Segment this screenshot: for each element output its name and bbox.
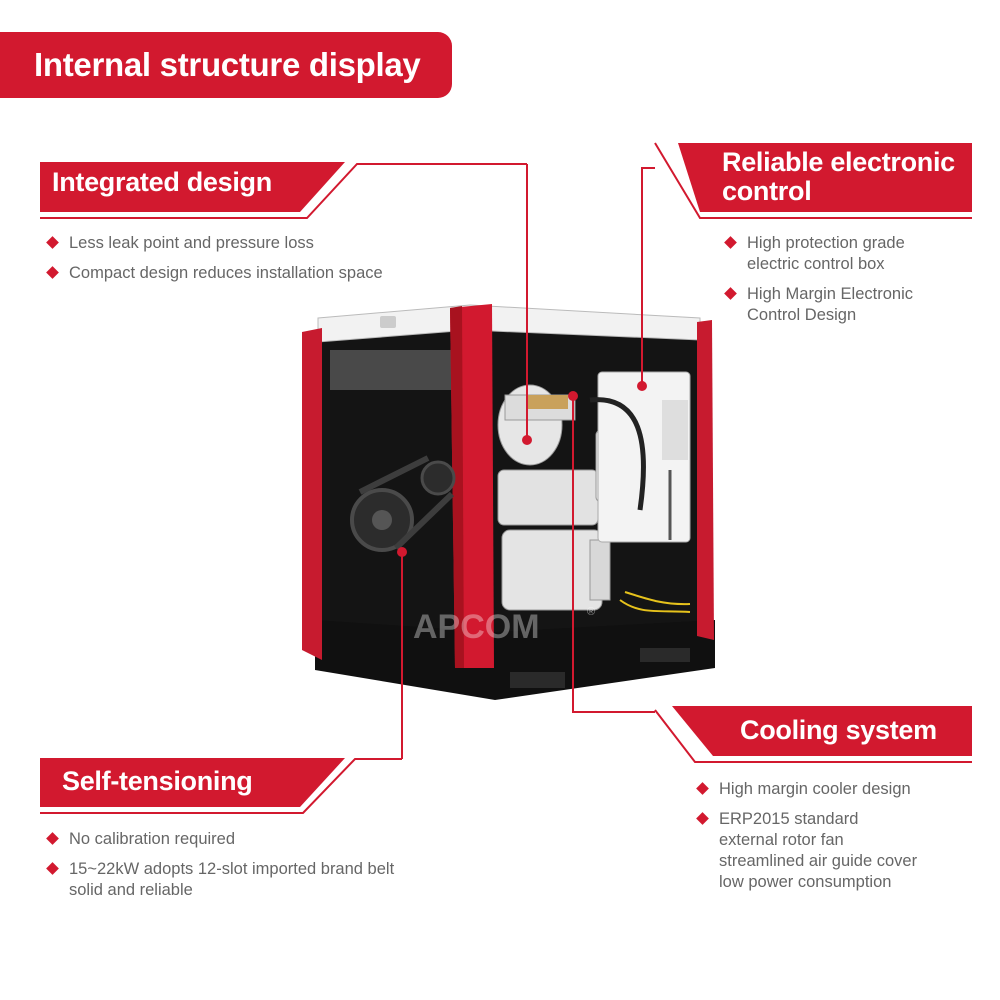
compressor-illustration [302, 304, 715, 700]
list-item: No calibration required [45, 829, 505, 850]
red-diamond-icon [46, 266, 59, 279]
connector-dots [397, 381, 647, 557]
list-item: High margin cooler design [695, 779, 985, 800]
section-title-self-tensioning: Self-tensioning [62, 766, 253, 796]
red-diamond-icon [696, 812, 709, 825]
header-shape-integrated-design [40, 162, 527, 219]
header-shape-electronic-control [654, 142, 972, 219]
list-item: Less leak point and pressure loss [45, 233, 485, 254]
bullet-list-integrated-design: Less leak point and pressure loss Compac… [45, 233, 485, 293]
bullet-list-self-tensioning: No calibration required 15~22kW adopts 1… [45, 829, 505, 910]
connector-cooling-system [572, 396, 655, 713]
section-title-electronic-control: Reliable electronic control [722, 147, 955, 206]
red-diamond-icon [46, 832, 59, 845]
list-item: ERP2015 standard external rotor fan stre… [695, 809, 985, 893]
registered-mark-icon: ® [587, 606, 595, 618]
header-shape-self-tensioning [40, 758, 402, 814]
brand-watermark: APCOM [413, 608, 540, 646]
red-diamond-icon [46, 236, 59, 249]
red-diamond-icon [46, 862, 59, 875]
red-diamond-icon [724, 287, 737, 300]
header-shape-cooling-system [654, 706, 972, 763]
bullet-list-cooling-system: High margin cooler design ERP2015 standa… [695, 779, 985, 902]
list-item: Compact design reduces installation spac… [45, 263, 485, 284]
list-item: High Margin Electronic Control Design [723, 284, 983, 326]
page-title: Internal structure display [34, 46, 421, 83]
connector-lines [401, 164, 655, 759]
bullet-list-electronic-control: High protection grade electric control b… [723, 233, 983, 335]
title-banner: Internal structure display [0, 32, 452, 98]
red-diamond-icon [724, 236, 737, 249]
section-title-integrated-design: Integrated design [52, 167, 272, 197]
list-item: High protection grade electric control b… [723, 233, 983, 275]
red-diamond-icon [696, 782, 709, 795]
section-title-cooling-system: Cooling system [740, 715, 937, 745]
connector-electronic-control [641, 167, 655, 386]
list-item: 15~22kW adopts 12-slot imported brand be… [45, 859, 505, 901]
